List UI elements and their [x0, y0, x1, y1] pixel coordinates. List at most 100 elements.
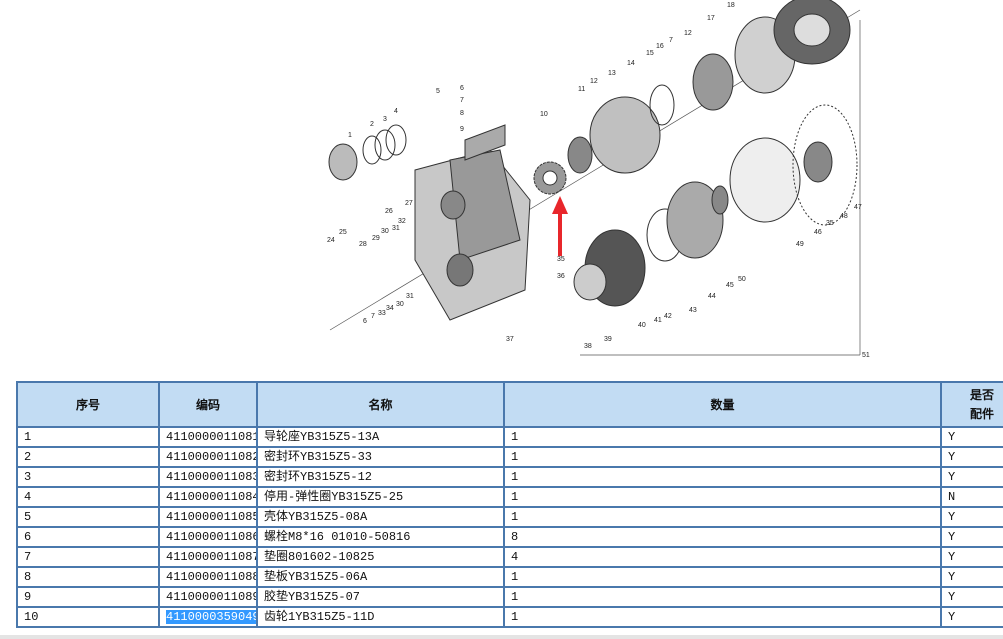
callout-number: 31 — [406, 293, 414, 300]
callout-number: 32 — [398, 218, 406, 225]
cell-name: 螺栓M8*16 01010-50816 — [256, 526, 505, 548]
callout-number: 36 — [557, 273, 565, 280]
cell-code: 4110000011087 — [158, 546, 258, 568]
header-no[interactable]: 序号 — [16, 381, 160, 428]
callout-number: 41 — [654, 317, 662, 324]
callout-number: 16 — [656, 43, 664, 50]
cell-name: 密封环YB315Z5-12 — [256, 466, 505, 488]
cell-qty: 1 — [503, 606, 942, 628]
cell-spare: Y — [940, 426, 1003, 448]
callout-number: 35 — [826, 220, 834, 227]
header-spare[interactable]: 是否配件 — [940, 381, 1003, 428]
callout-number: 1 — [348, 132, 352, 139]
cell-qty: 1 — [503, 486, 942, 508]
cell-no: 10 — [16, 606, 160, 628]
callout-number: 49 — [796, 241, 804, 248]
cell-no: 3 — [16, 466, 160, 488]
callout-number: 26 — [385, 208, 393, 215]
cell-spare: Y — [940, 566, 1003, 588]
callout-number: 27 — [405, 200, 413, 207]
callout-number: 17 — [707, 15, 715, 22]
header-name[interactable]: 名称 — [256, 381, 505, 428]
callout-number: 38 — [584, 343, 592, 350]
cell-qty: 8 — [503, 526, 942, 548]
cell-no: 1 — [16, 426, 160, 448]
callout-number: 37 — [506, 336, 514, 343]
selected-text[interactable]: 4110000359049 — [166, 610, 255, 624]
callout-number: 45 — [726, 282, 734, 289]
cell-name: 胶垫YB315Z5-07 — [256, 586, 505, 608]
callout-number: 13 — [608, 70, 616, 77]
header-code[interactable]: 编码 — [158, 381, 258, 428]
callout-number: 11 — [578, 86, 585, 93]
red-arrow-icon — [552, 196, 568, 256]
cell-no: 8 — [16, 566, 160, 588]
callout-number: 3 — [383, 116, 387, 123]
callout-number: 8 — [460, 110, 464, 117]
cell-qty: 1 — [503, 586, 942, 608]
cell-name: 壳体YB315Z5-08A — [256, 506, 505, 528]
cell-qty: 1 — [503, 446, 942, 468]
callout-number: 35 — [557, 256, 565, 263]
callout-number: 7 — [460, 97, 464, 104]
callout-number: 44 — [708, 293, 716, 300]
cell-spare: Y — [940, 546, 1003, 568]
cell-name: 垫圈801602-10825 — [256, 546, 505, 568]
callout-number: 7 — [371, 313, 375, 320]
callout-number: 48 — [840, 213, 848, 220]
cell-qty: 1 — [503, 466, 942, 488]
cell-code: 4110000011085 — [158, 506, 258, 528]
horizontal-scrollbar[interactable] — [0, 635, 1003, 639]
callout-number: 30 — [381, 228, 389, 235]
header-spare-line2: 配件 — [970, 406, 995, 421]
callout-number: 31 — [392, 225, 400, 232]
cell-qty: 1 — [503, 566, 942, 588]
callout-number: 30 — [396, 301, 404, 308]
callout-number: 15 — [646, 50, 654, 57]
callout-number: 12 — [684, 30, 692, 37]
cell-spare: Y — [940, 606, 1003, 628]
cell-name: 齿轮1YB315Z5-11D — [256, 606, 505, 628]
callout-number: 6 — [363, 318, 367, 325]
cell-name: 密封环YB315Z5-33 — [256, 446, 505, 468]
cell-spare: N — [940, 486, 1003, 508]
callout-number: 18 — [727, 2, 735, 9]
cell-spare: Y — [940, 466, 1003, 488]
callout-number: 33 — [378, 310, 386, 317]
diagram-parts — [328, 0, 861, 356]
cell-no: 5 — [16, 506, 160, 528]
callout-number: 43 — [689, 307, 697, 314]
table-header-row: 序号 编码 名称 数量 是否配件 — [16, 381, 1003, 428]
header-qty[interactable]: 数量 — [503, 381, 942, 428]
cell-code: 4110000011082 — [158, 446, 258, 468]
cell-spare: Y — [940, 506, 1003, 528]
callout-number: 5 — [436, 88, 440, 95]
callout-number: 39 — [604, 336, 612, 343]
callout-number: 47 — [854, 204, 862, 211]
callout-number: 42 — [664, 313, 672, 320]
callout-number: 51 — [862, 352, 870, 359]
cell-code: 4110000011088 — [158, 566, 258, 588]
callout-number: 34 — [386, 305, 394, 312]
cell-code: 4110000011084 — [158, 486, 258, 508]
callout-number: 28 — [359, 241, 367, 248]
cell-code: 4110000011083 — [158, 466, 258, 488]
cell-spare: Y — [940, 446, 1003, 468]
cell-qty: 1 — [503, 426, 942, 448]
callout-number: 24 — [327, 237, 335, 244]
callout-number: 14 — [627, 60, 635, 67]
callout-number: 2 — [370, 121, 374, 128]
callout-number: 29 — [372, 235, 380, 242]
